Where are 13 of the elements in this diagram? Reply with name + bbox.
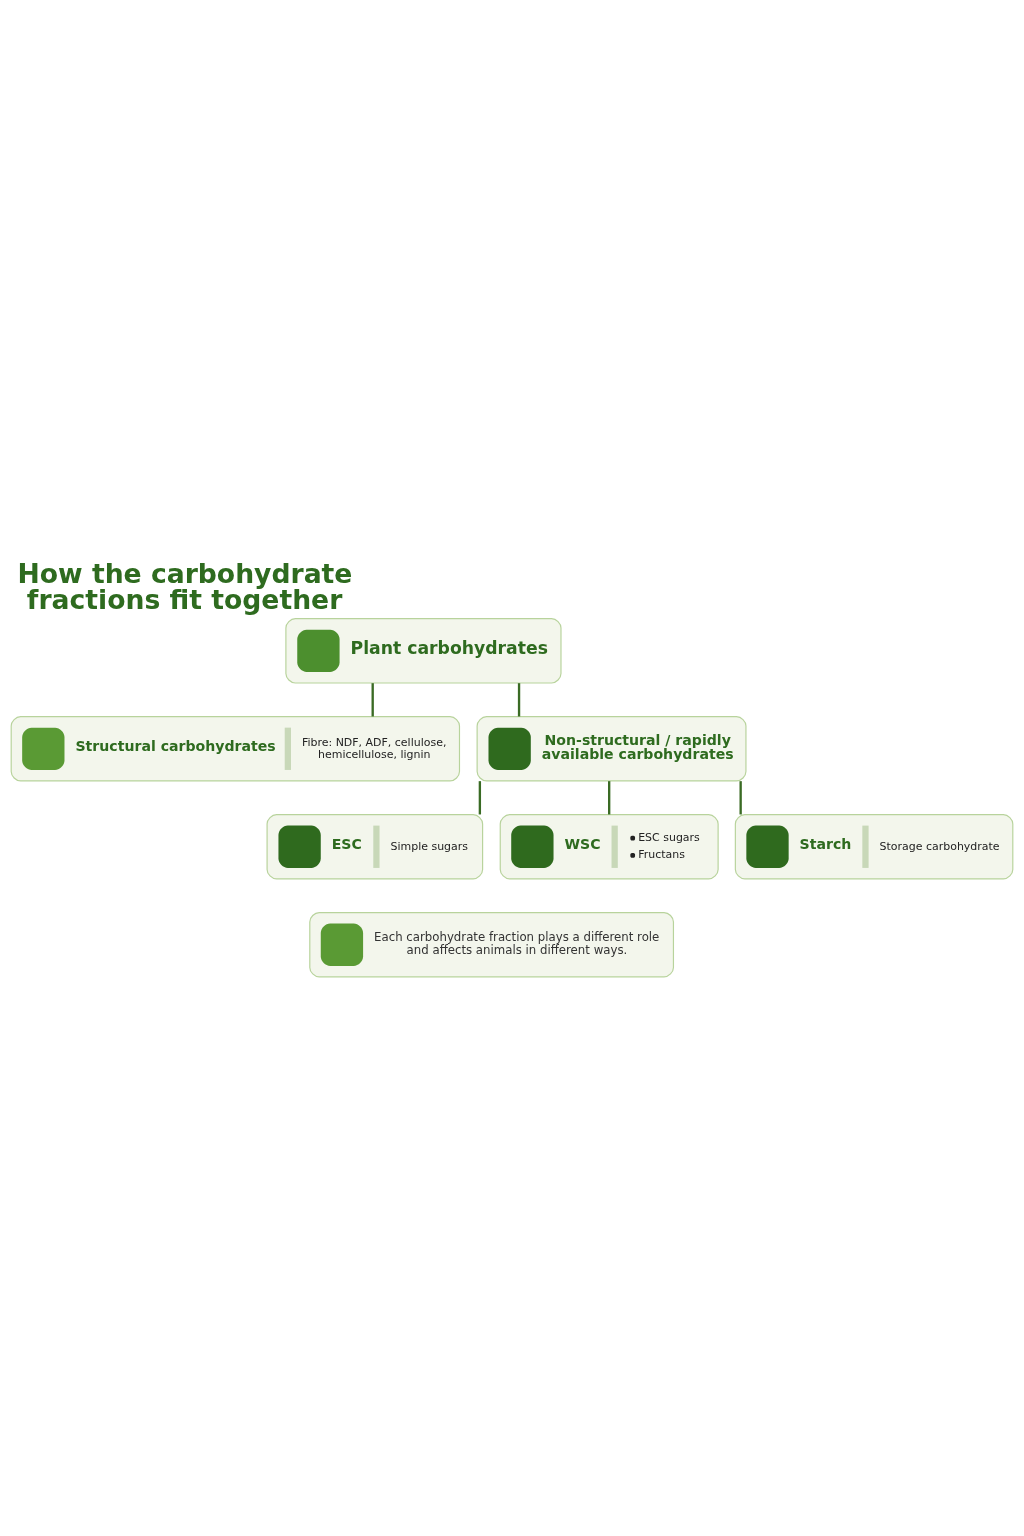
connector [478, 781, 482, 815]
connector [517, 683, 521, 717]
node-box: Each carbohydrate fraction plays a different role and affects animals in different ways. [309, 912, 675, 978]
connector [739, 781, 742, 815]
connector [608, 781, 611, 815]
connector [371, 683, 374, 717]
diagram-title: How the carbohydrate fractions fit together [17, 557, 353, 616]
node-box: ESC Simple sugars [266, 814, 484, 880]
node-box: WSC ESC sugars Fructans [499, 814, 719, 880]
node-box: Starch Storage carbohydrate [734, 814, 1014, 880]
node-box: Non-structural / rapidly available carbohydrates [476, 716, 747, 782]
node-box: Plant carbohydrates [285, 618, 562, 684]
node-box: Structural carbohydrates Fibre: NDF, ADF, cellulose, hemicellulose, lignin [10, 716, 461, 782]
